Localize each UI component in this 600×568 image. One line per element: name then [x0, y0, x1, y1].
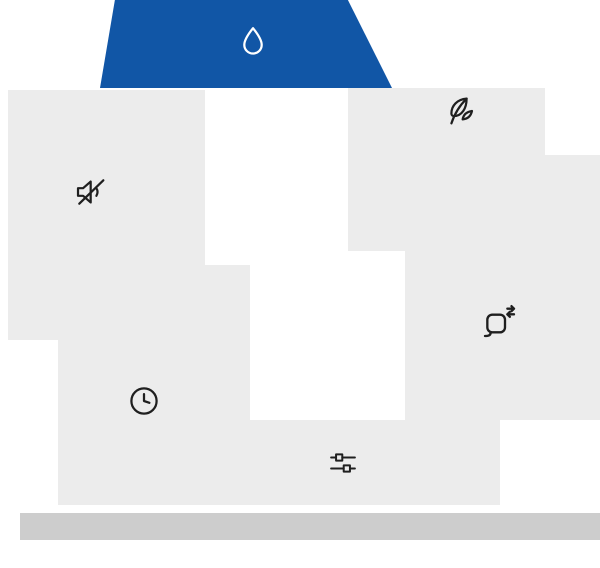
leaf-icon [440, 92, 478, 130]
tile-settings [205, 420, 500, 505]
timer-button[interactable] [126, 383, 162, 419]
bottom-bar [20, 513, 600, 540]
speaker-mute-icon [72, 173, 110, 211]
settings-button[interactable] [326, 446, 360, 480]
power-source-button[interactable] [478, 302, 518, 342]
plug-swap-icon [478, 302, 518, 342]
clock-icon [126, 383, 162, 419]
eco-button[interactable] [440, 92, 478, 130]
water-drop-icon [235, 24, 271, 60]
sliders-icon [326, 446, 360, 480]
header-banner [100, 0, 392, 88]
mute-button[interactable] [72, 173, 110, 211]
tile-power-source [405, 155, 600, 420]
